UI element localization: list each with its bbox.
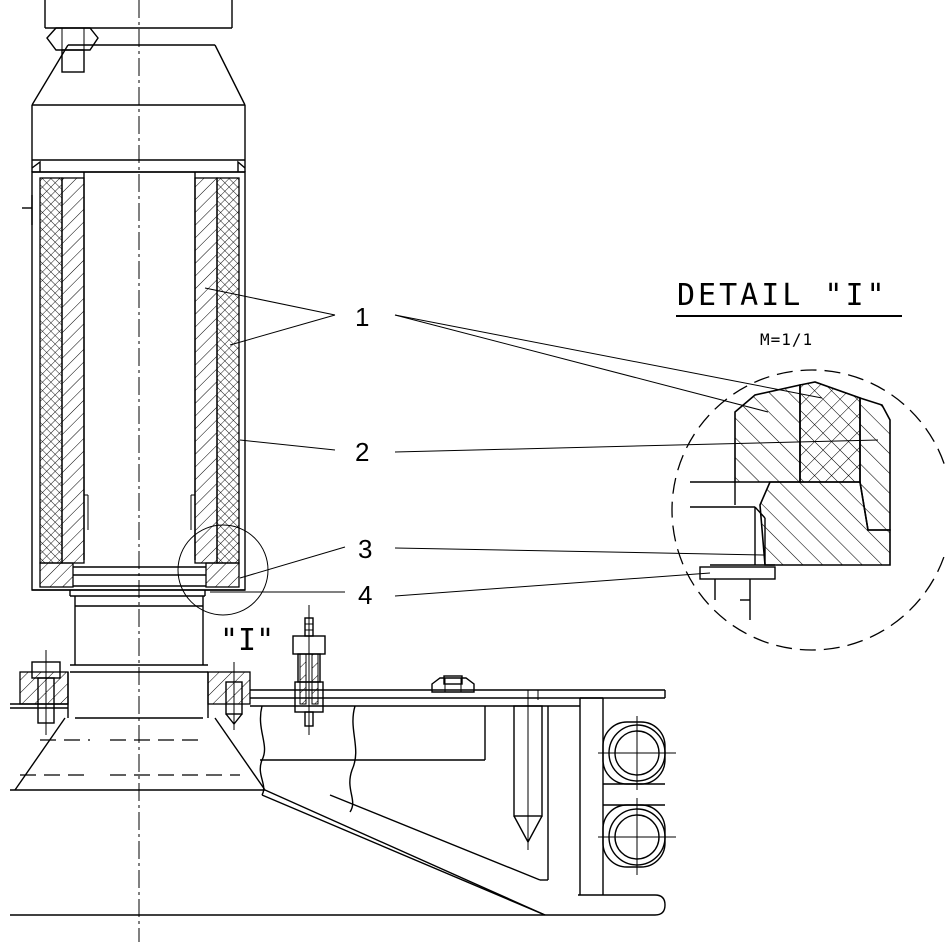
hex-nut-top bbox=[46, 27, 99, 73]
piston-rod-lower bbox=[10, 596, 266, 791]
pipe-section-upper bbox=[598, 716, 676, 790]
pipe-section-lower bbox=[598, 783, 676, 875]
callout-3: 3 bbox=[358, 534, 372, 564]
hydraulic-fitting bbox=[292, 605, 326, 735]
detail-marker: "I" bbox=[220, 623, 274, 658]
detail-view bbox=[671, 369, 945, 651]
base-frame bbox=[10, 675, 666, 916]
callout-4: 4 bbox=[358, 580, 372, 610]
detail-scale: M=1/1 bbox=[760, 330, 813, 349]
callout-1: 1 bbox=[355, 302, 369, 332]
cylinder-body bbox=[22, 160, 246, 597]
callout-2: 2 bbox=[355, 437, 369, 467]
detail-title: DETAIL "I" bbox=[677, 278, 888, 313]
